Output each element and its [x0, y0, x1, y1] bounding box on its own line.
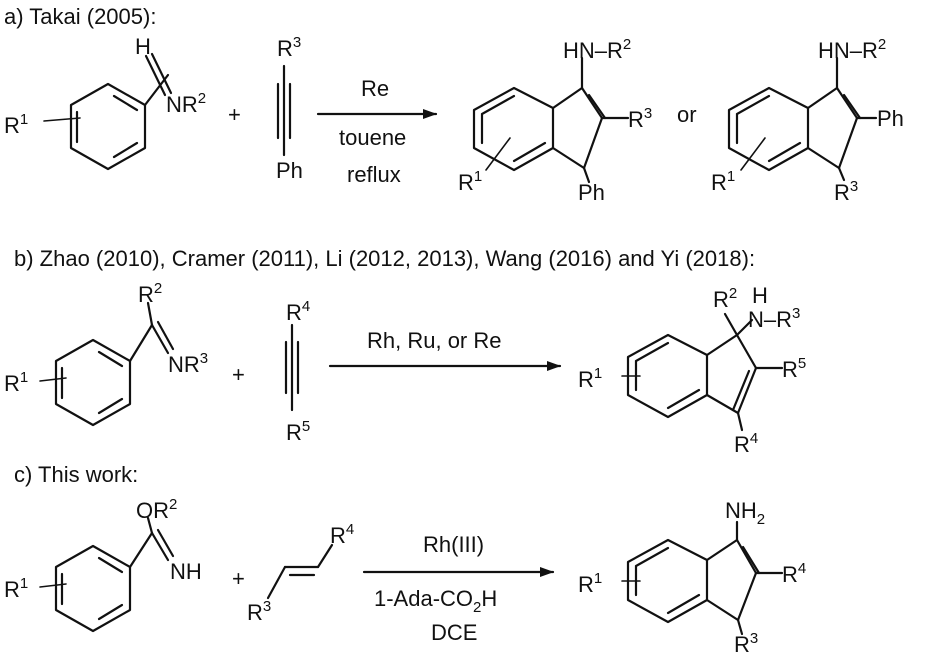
svg-text:NR3: NR3 [168, 350, 208, 377]
svg-text:R1: R1 [578, 570, 602, 597]
or-label: or [677, 102, 697, 127]
svg-text:R4: R4 [330, 521, 354, 548]
solvent-label: DCE [431, 620, 477, 645]
section-a-product-1: HN–R2 R3 R1 Ph [458, 36, 652, 205]
svg-text:R2: R2 [713, 285, 737, 312]
svg-text:R3: R3 [834, 178, 858, 205]
catalyst-label: Re [361, 76, 389, 101]
svg-text:R3: R3 [734, 630, 758, 655]
svg-text:R3: R3 [277, 34, 301, 61]
svg-text:N–R3: N–R3 [748, 305, 800, 332]
benzene-ring [69, 82, 147, 171]
svg-text:Ph: Ph [276, 158, 303, 183]
section-b-heading: b) Zhao (2010), Cramer (2011), Li (2012,… [14, 246, 755, 271]
section-c-alkene: R4 R3 [247, 521, 354, 625]
svg-text:R3: R3 [628, 105, 652, 132]
additive-label: 1-Ada-CO2H [374, 586, 497, 616]
svg-text:R1: R1 [458, 168, 482, 195]
svg-text:NH2: NH2 [725, 498, 765, 528]
svg-text:R2: R2 [138, 280, 162, 307]
svg-text:R1: R1 [578, 365, 602, 392]
plus-sign: + [228, 102, 241, 127]
section-a-product-2: HN–R2 Ph R1 R3 [711, 36, 904, 205]
svg-text:HN–R2: HN–R2 [563, 36, 631, 63]
svg-text:R1: R1 [4, 111, 28, 138]
section-c-product: NH2 R1 R4 R3 [578, 498, 806, 655]
section-a-alkyne: R3 Ph [276, 34, 303, 183]
svg-text:R4: R4 [734, 430, 758, 457]
plus-sign: + [232, 566, 245, 591]
h-label: H [135, 34, 151, 59]
svg-text:NH: NH [170, 559, 202, 584]
svg-text:OR2: OR2 [136, 496, 177, 523]
svg-text:R5: R5 [782, 355, 806, 382]
section-b-product: R2 H N–R3 R1 R5 R4 [578, 283, 806, 457]
svg-text:R4: R4 [782, 560, 806, 587]
section-b-imine: R2 NR3 R1 [4, 280, 208, 427]
section-c-heading: c) This work: [14, 462, 138, 487]
section-c-imidate: OR2 NH R1 [4, 496, 202, 633]
svg-text:R4: R4 [286, 298, 310, 325]
condition-label: reflux [347, 162, 401, 187]
solvent-label: touene [339, 125, 406, 150]
catalyst-label: Rh(III) [423, 532, 484, 557]
svg-text:R1: R1 [4, 369, 28, 396]
svg-text:R1: R1 [711, 168, 735, 195]
svg-text:Ph: Ph [877, 106, 904, 131]
section-a-heading: a) Takai (2005): [4, 4, 156, 29]
svg-text:R3: R3 [247, 598, 271, 625]
svg-text:H: H [752, 283, 768, 308]
svg-text:R1: R1 [4, 575, 28, 602]
svg-text:Ph: Ph [578, 180, 605, 205]
section-b-alkyne: R4 R5 [284, 298, 310, 445]
svg-text:HN–R2: HN–R2 [818, 36, 886, 63]
catalyst-label: Rh, Ru, or Re [367, 328, 502, 353]
svg-text:NR2: NR2 [166, 90, 206, 117]
svg-text:R5: R5 [286, 418, 310, 445]
section-a-imine: H NR2 R1 [4, 34, 206, 171]
plus-sign: + [232, 362, 245, 387]
